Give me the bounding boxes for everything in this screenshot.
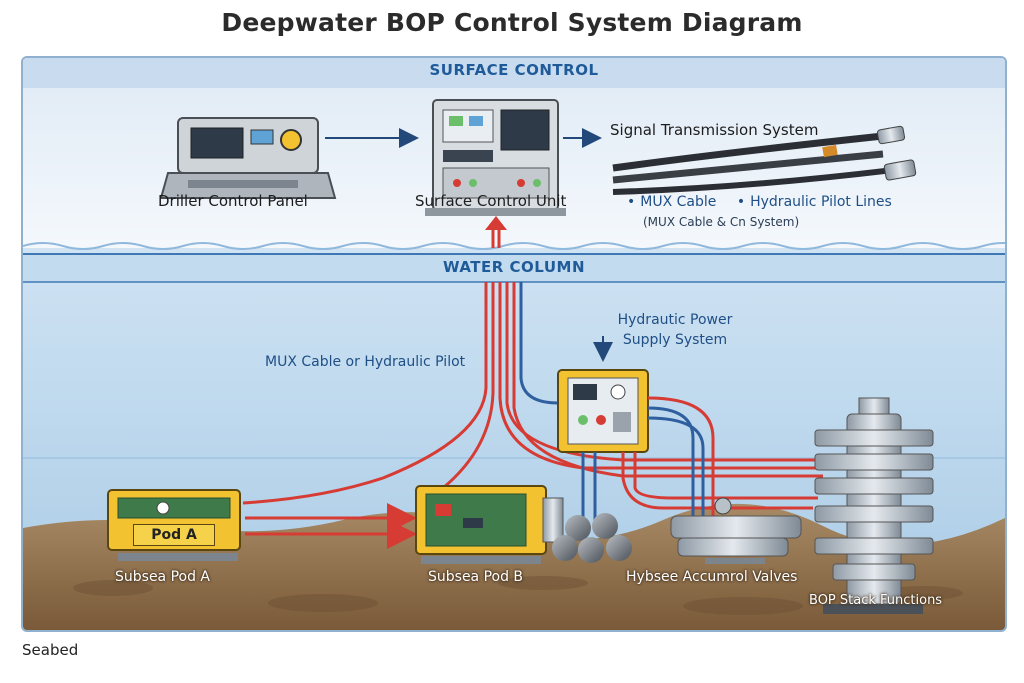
signal-item-hydraulic: Hydraulic Pilot Lines: [737, 194, 892, 210]
pod-a-tag: Pod A: [133, 524, 215, 546]
section-water-column: WATER COLUMN: [442, 258, 585, 276]
hpu-label: Hydrautic Power Supply System: [617, 312, 733, 348]
section-surface-control: SURFACE CONTROL: [429, 61, 599, 79]
pod-b-icon: [415, 485, 564, 564]
surface-unit-icon: [425, 99, 566, 216]
driller-panel-label: Driller Control Panel: [158, 192, 308, 210]
pod-b-label: Subsea Pod B: [428, 569, 524, 585]
diagram-frame: SURFACE CONTROL WATER COLUMN Driller Con…: [21, 56, 1007, 632]
signal-item-mux: MUX Cable: [627, 194, 716, 210]
bop-label: BOP Stack Functions: [809, 593, 943, 608]
signal-system-label: Signal Transmission System: [610, 121, 819, 139]
valve-manifold-icon: [670, 497, 802, 564]
page-title: Deepwater BOP Control System Diagram: [221, 8, 803, 37]
signal-items-list: MUX Cable Hydraulic Pilot Lines: [627, 194, 908, 210]
accum-label: Hybsee Accumrol Valves: [626, 569, 798, 585]
accumulator-icon: [552, 513, 632, 563]
diagram-canvas: [23, 58, 1005, 630]
driller-panel-icon: [159, 117, 337, 199]
hpu-icon: [557, 369, 649, 453]
pod-a-label: Subsea Pod A: [115, 569, 211, 585]
signal-sub-label: (MUX Cable & Cn System): [643, 215, 800, 229]
bop-stack-icon: [814, 397, 934, 614]
arrow-up-icon: [485, 216, 507, 248]
surface-unit-label: Surface Control Unit: [415, 192, 567, 210]
signal-cable-icon: [612, 125, 917, 195]
mux-note-label: MUX Cable or Hydraulic Pilot: [265, 354, 466, 370]
seabed-caption: Seabed: [22, 641, 79, 659]
